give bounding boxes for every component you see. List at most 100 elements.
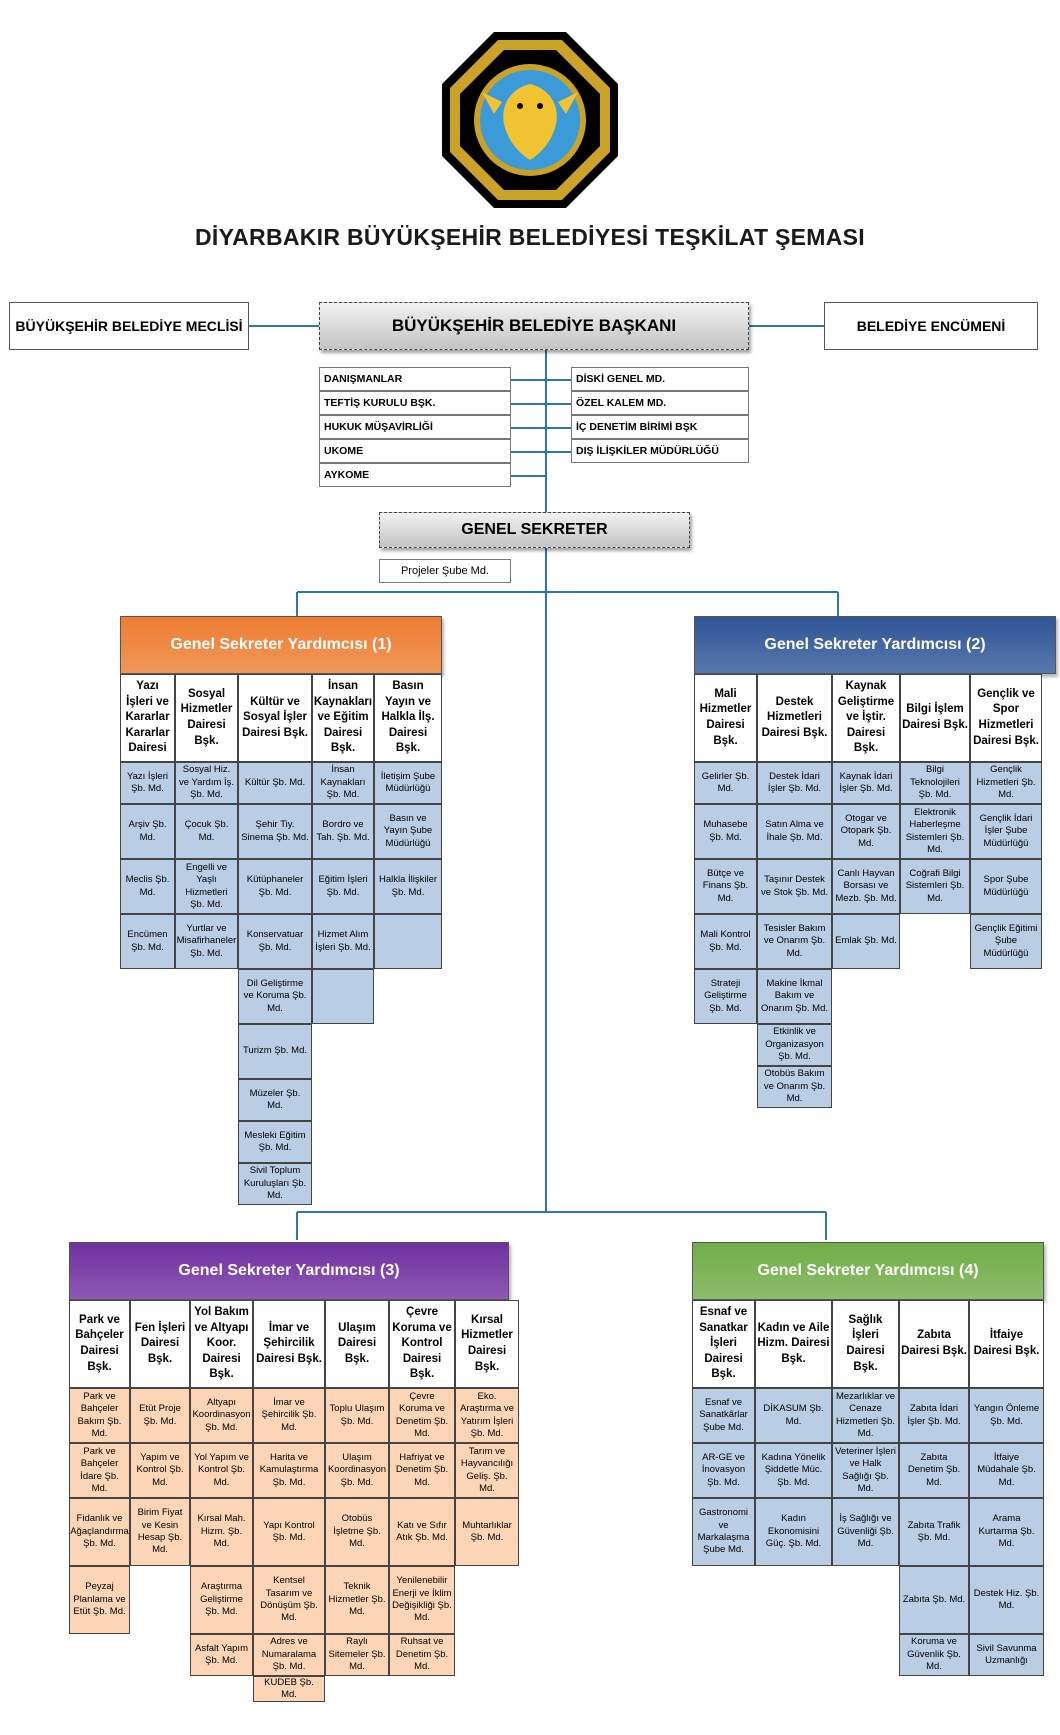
branch-cell: Eko. Araştırma ve Yatırım İşleri Şb. Md. — [455, 1388, 519, 1443]
department-head: Mali Hizmetler Dairesi Bşk. — [694, 674, 757, 762]
advisor-row: DANIŞMANLAR — [319, 367, 511, 391]
department-head: İtfaiye Dairesi Bşk. — [969, 1300, 1044, 1388]
deputy-secretary-header: Genel Sekreter Yardımcısı (1) — [120, 616, 442, 674]
branch-cell: Coğrafi Bilgi Sistemleri Şb. Md. — [900, 859, 970, 914]
branch-cell: Raylı Sitemeler Şb. Md. — [325, 1634, 389, 1676]
branch-cell: Gençlik İdari İşler Şube Müdürlüğü — [970, 804, 1042, 859]
branch-cell: Destek İdari İşler Şb. Md. — [757, 762, 832, 804]
branch-cell: Dil Geliştirme ve Koruma Şb. Md. — [238, 969, 312, 1024]
branch-cell: Gelirler Şb. Md. — [694, 762, 757, 804]
branch-cell: Park ve Bahçeler Bakım Şb. Md. — [69, 1388, 130, 1443]
branch-cell: Tesisler Bakım ve Onarım Şb. Md. — [757, 914, 832, 969]
branch-cell — [374, 914, 442, 969]
branch-cell: İmar ve Şehircilik Şb. Md. — [253, 1388, 325, 1443]
branch-cell: Ruhsat ve Denetim Şb. Md. — [389, 1634, 455, 1676]
branch-cell: Kütüphaneler Şb. Md. — [238, 859, 312, 914]
branch-cell: Araştırma Geliştirme Şb. Md. — [190, 1566, 253, 1634]
municipality-logo-seal — [442, 32, 618, 208]
department-head: Esnaf ve Sanatkar İşleri Dairesi Bşk. — [692, 1300, 755, 1388]
branch-cell: Destek Hiz. Şb. Md. — [969, 1566, 1044, 1634]
branch-cell: Strateji Geliştirme Şb. Md. — [694, 969, 757, 1024]
branch-cell: Muhtarlıklar Şb. Md. — [455, 1498, 519, 1566]
branch-cell: Kadına Yönelik Şiddetle Müc. Şb. Md. — [755, 1443, 832, 1498]
branch-cell: Birim Fiyat ve Kesin Hesap Şb. Md. — [130, 1498, 190, 1566]
branch-cell: Ulaşım Koordinasyon Şb. Md. — [325, 1443, 389, 1498]
department-head: Yol Bakım ve Altyapı Koor. Dairesi Bşk. — [190, 1300, 253, 1388]
branch-cell: Mezarlıklar ve Cenaze Hizmetleri Şb. Md. — [832, 1388, 899, 1443]
branch-cell: KUDEB Şb. Md. — [253, 1676, 325, 1702]
department-head: Ulaşım Dairesi Bşk. — [325, 1300, 389, 1388]
branch-cell: Basın ve Yayın Şube Müdürlüğü — [374, 804, 442, 859]
branch-cell: Teknik Hizmetler Şb. Md. — [325, 1566, 389, 1634]
branch-cell: Zabıta Trafik Şb. Md. — [899, 1498, 969, 1566]
advisor-row: UKOME — [319, 439, 511, 463]
branch-cell: Otobüs İşletme Şb. Md. — [325, 1498, 389, 1566]
branch-cell — [312, 969, 374, 1024]
branch-cell: Yazı İşleri Şb. Md. — [120, 762, 175, 804]
advisor-row: DİSKİ GENEL MD. — [571, 367, 749, 391]
advisor-row: HUKUK MÜŞAVİRLİĞİ — [319, 415, 511, 439]
branch-cell: Harita ve Kamulaştırma Şb. Md. — [253, 1443, 325, 1498]
department-head: Basın Yayın ve Halkla İlş. Dairesi Bşk. — [374, 674, 442, 762]
branch-cell: Altyapı Koordinasyon Şb. Md. — [190, 1388, 253, 1443]
branch-cell: Otobüs Bakım ve Onarım Şb. Md. — [757, 1066, 832, 1108]
branch-cell: Zabıta Denetim Şb. Md. — [899, 1443, 969, 1498]
page-title: DİYARBAKIR BÜYÜKŞEHİR BELEDİYESİ TEŞKİLA… — [195, 224, 865, 250]
branch-cell: Fidanlık ve Ağaçlandırma Şb. Md. — [69, 1498, 130, 1566]
advisor-row: AYKOME — [319, 463, 511, 487]
branch-cell: Çevre Koruma ve Denetim Şb. Md. — [389, 1388, 455, 1443]
branch-cell: Muhasebe Şb. Md. — [694, 804, 757, 859]
branch-cell: Gençlik Eğitimi Şube Müdürlüğü — [970, 914, 1042, 969]
branch-cell: Gastronomi ve Markalaşma Şube Md. — [692, 1498, 755, 1566]
city-council-box: BÜYÜKŞEHİR BELEDİYE MECLİSİ — [9, 302, 249, 350]
branch-cell: Etüt Proje Şb. Md. — [130, 1388, 190, 1443]
branch-cell: Yangın Önleme Şb. Md. — [969, 1388, 1044, 1443]
branch-cell: Bütçe ve Finans Şb. Md. — [694, 859, 757, 914]
branch-cell: Çocuk Şb. Md. — [175, 804, 238, 859]
branch-cell: Asfalt Yapım Şb. Md. — [190, 1634, 253, 1676]
branch-cell: Halkla İlişkiler Şb. Md. — [374, 859, 442, 914]
branch-cell: Sosyal Hiz. ve Yardım İş. Şb. Md. — [175, 762, 238, 804]
branch-cell: Adres ve Numaralama Şb. Md. — [253, 1634, 325, 1676]
branch-cell: Tarım ve Hayvancılığı Geliş. Şb. Md. — [455, 1443, 519, 1498]
branch-cell: Toplu Ulaşım Şb. Md. — [325, 1388, 389, 1443]
branch-cell: Makine İkmal Bakım ve Onarım Şb. Md. — [757, 969, 832, 1024]
deputy-secretary-header: Genel Sekreter Yardımcısı (4) — [692, 1242, 1044, 1300]
branch-cell: Yapım ve Kontrol Şb. Md. — [130, 1443, 190, 1498]
branch-cell: Kaynak İdari İşler Şb. Md. — [832, 762, 900, 804]
department-head: İnsan Kaynakları ve Eğitim Dairesi Bşk. — [312, 674, 374, 762]
branch-cell: İnsan Kaynakları Şb. Md. — [312, 762, 374, 804]
branch-cell: Satın Alma ve İhale Şb. Md. — [757, 804, 832, 859]
branch-cell: Meclis Şb. Md. — [120, 859, 175, 914]
advisor-row: TEFTİŞ KURULU BŞK. — [319, 391, 511, 415]
general-secretary-box: GENEL SEKRETER — [379, 512, 690, 548]
branch-cell: Kadın Ekonomisini Güç. Şb. Md. — [755, 1498, 832, 1566]
branch-cell: Hafriyat ve Denetim Şb. Md. — [389, 1443, 455, 1498]
branch-cell: Sivil Toplum Kuruluşları Şb. Md. — [238, 1163, 312, 1205]
branch-cell: Spor Şube Müdürlüğü — [970, 859, 1042, 914]
branch-cell: Gençlik Hizmetleri Şb. Md. — [970, 762, 1042, 804]
branch-cell: Müzeler Şb. Md. — [238, 1079, 312, 1121]
branch-cell: Kırsal Mah. Hizm. Şb. Md. — [190, 1498, 253, 1566]
department-head: Destek Hizmetleri Dairesi Bşk. — [757, 674, 832, 762]
advisor-row: DIŞ İLİŞKİLER MÜDÜRLÜĞÜ — [571, 439, 749, 463]
branch-cell: Mali Kontrol Şb. Md. — [694, 914, 757, 969]
branch-cell: Esnaf ve Sanatkârlar Şube Md. — [692, 1388, 755, 1443]
branch-cell: Veteriner İşleri ve Halk Sağlığı Şb. Md. — [832, 1443, 899, 1498]
department-head: Park ve Bahçeler Dairesi Bşk. — [69, 1300, 130, 1388]
projects-branch-box: Projeler Şube Md. — [379, 559, 511, 583]
branch-cell: Zabıta Şb. Md. — [899, 1566, 969, 1634]
branch-cell: Otogar ve Otopark Şb. Md. — [832, 804, 900, 859]
branch-cell: Engelli ve Yaşlı Hizmetleri Şb. Md. — [175, 859, 238, 914]
department-head: Bilgi İşlem Dairesi Bşk. — [900, 674, 970, 762]
department-head: Sağlık İşleri Dairesi Bşk. — [832, 1300, 899, 1388]
branch-cell: Yurtlar ve Misafirhaneler Şb. Md. — [175, 914, 238, 969]
branch-cell: Hizmet Alım İşleri Şb. Md. — [312, 914, 374, 969]
branch-cell: Mesleki Eğitim Şb. Md. — [238, 1121, 312, 1163]
branch-cell: AR-GE ve İnovasyon Şb. Md. — [692, 1443, 755, 1498]
department-head: Sosyal Hizmetler Dairesi Bşk. — [175, 674, 238, 762]
branch-cell: Kültür Şb. Md. — [238, 762, 312, 804]
branch-cell: Bordro ve Tah. Şb. Md. — [312, 804, 374, 859]
advisor-row: İÇ DENETİM BİRİMİ BŞK — [571, 415, 749, 439]
